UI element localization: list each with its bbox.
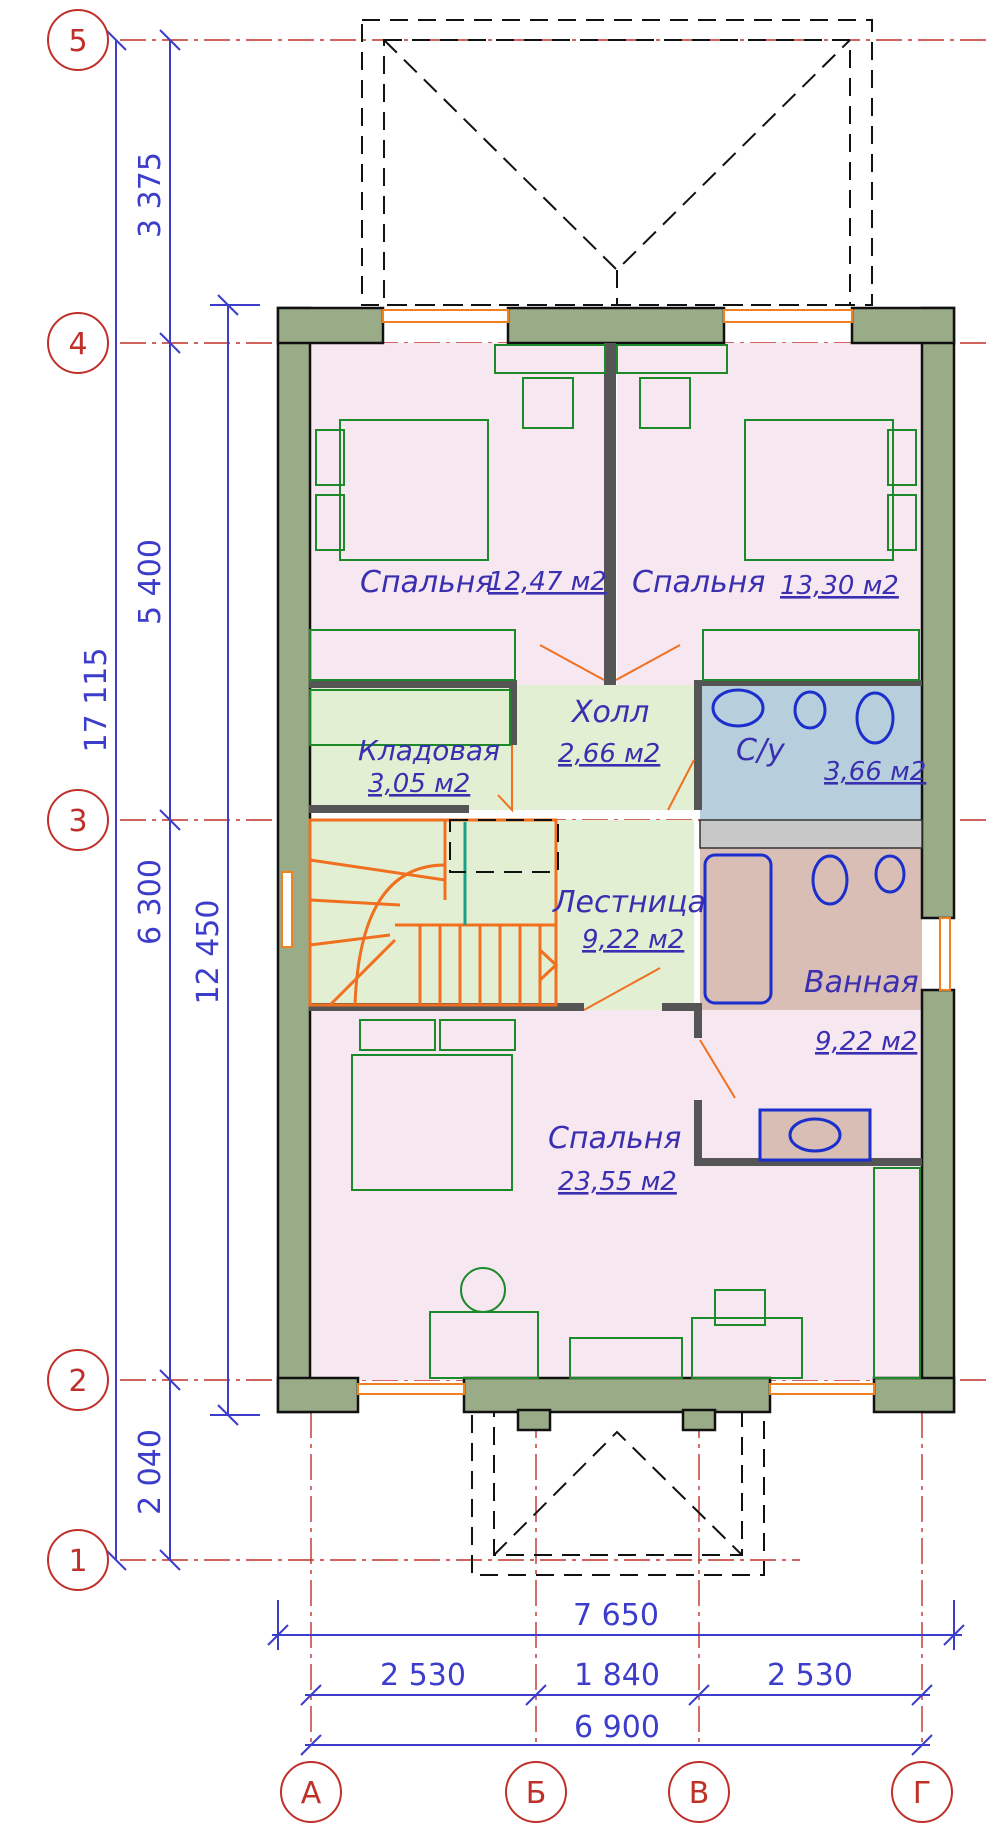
svg-text:1: 1 [68,1544,87,1579]
room-area: 3,05 м2 [368,769,470,799]
dim-bottom-segment: 1 840 [574,1658,660,1693]
dim-left-segment: 5 400 [133,539,168,625]
axis-marker-V: В [668,1761,730,1823]
svg-text:В: В [689,1776,710,1811]
room-name: Спальня [360,565,493,600]
room-name: Ванная [804,965,919,1000]
dim-left-inner: 12 450 [191,900,226,1005]
dim-bottom-axes-total: 6 900 [574,1710,660,1745]
window-stair [281,871,293,948]
hall-fill [517,685,694,810]
room-area: 3,66 м2 [824,757,926,787]
axis-marker-5: 5 [47,9,109,71]
svg-text:Г: Г [913,1776,931,1811]
window-bath [939,917,951,991]
bedroom-top-right-fill [617,343,922,685]
room-area: 9,22 м2 [815,1027,917,1057]
room-fills [309,343,922,1380]
staircase [308,818,559,1007]
room-name: Кладовая [358,734,500,767]
room-labels: Спальня 12,47 м2 Спальня 13,30 м2 Холл 2… [358,565,926,1197]
room-area: 23,55 м2 [558,1167,677,1197]
svg-text:3: 3 [68,804,87,839]
bedroom-bottom-nook-fill [309,1010,700,1158]
dim-left-outer: 17 115 [79,648,114,753]
room-area: 2,66 м2 [558,739,660,769]
top-terrace-outline [361,19,873,306]
room-area: 13,30 м2 [780,571,899,601]
dim-bottom-segment: 2 530 [380,1658,466,1693]
dim-left-segment: 3 375 [133,152,168,238]
dim-left-segment: 6 300 [133,859,168,945]
dim-bottom-segment: 2 530 [767,1658,853,1693]
window-top-left [382,309,509,323]
window-bottom-right [769,1383,875,1395]
bottom-porch-outline [471,1404,765,1576]
walls [276,306,956,1432]
axis-markers: 5 4 3 2 1 А Б В [47,9,953,1823]
axis-marker-B: Б [505,1761,567,1823]
axis-marker-2: 2 [47,1349,109,1411]
svg-text:Б: Б [526,1776,547,1811]
room-name: Спальня [548,1121,681,1156]
windows [281,309,951,1395]
window-bottom-left [357,1383,465,1395]
svg-text:5: 5 [68,24,87,59]
dim-left-segment: 2 040 [133,1429,168,1515]
axis-marker-4: 4 [47,312,109,374]
furniture [309,344,921,1379]
room-name: Спальня [632,565,765,600]
wc-fill [700,685,922,820]
doors [497,644,736,1099]
bedroom-top-left-fill [309,343,604,685]
storage-fill [309,685,517,810]
window-top-right [723,309,853,323]
room-name: Лестница [552,885,706,920]
svg-text:2: 2 [68,1364,87,1399]
left-dimensions: 17 115 3 375 5 400 6 300 2 040 12 450 [79,29,260,1571]
room-name: Холл [570,695,649,730]
bottom-dimensions: 7 650 2 530 1 840 2 530 6 900 [267,1598,965,1756]
room-area: 9,22 м2 [582,925,684,955]
axis-marker-3: 3 [47,789,109,851]
axis-marker-A: А [280,1761,342,1823]
svg-text:4: 4 [68,327,87,362]
axis-marker-G: Г [891,1761,953,1823]
room-name: С/у [736,733,786,768]
axis-marker-1: 1 [47,1529,109,1591]
room-area: 12,47 м2 [488,567,607,597]
dim-bottom-total: 7 650 [573,1598,659,1633]
svg-text:А: А [301,1776,322,1811]
